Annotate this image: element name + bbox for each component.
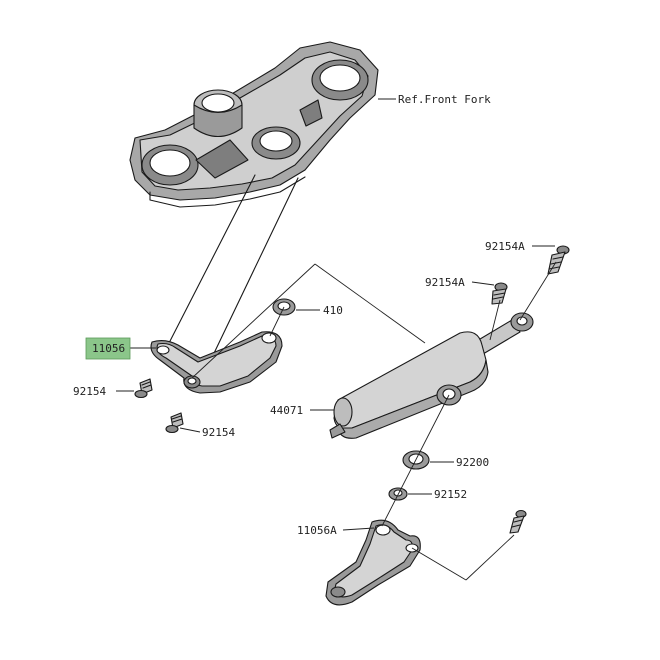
assembly-lines xyxy=(191,261,557,581)
label-44071[interactable]: 44071 xyxy=(270,404,303,417)
label-11056[interactable]: 11056 xyxy=(92,342,125,355)
bolt-92154A-mid xyxy=(491,282,508,305)
highlight-11056 xyxy=(85,337,131,360)
label-92200[interactable]: 92200 xyxy=(456,456,489,469)
label-92154A-top[interactable]: 92154A xyxy=(485,240,525,253)
label-410[interactable]: 410 xyxy=(323,304,343,317)
upper-triple-clamp xyxy=(129,41,379,208)
bracket-11056 xyxy=(150,331,283,394)
steering-damper-44071 xyxy=(329,312,534,439)
label-92154-left[interactable]: 92154 xyxy=(73,385,106,398)
bolt-92154-left xyxy=(134,378,153,399)
part-labels: Ref.Front Fork 92154A 92154A 410 11056 9… xyxy=(73,93,525,537)
label-92154-bottom[interactable]: 92154 xyxy=(202,426,235,439)
leader-lines xyxy=(116,98,555,531)
label-ref-front-fork[interactable]: Ref.Front Fork xyxy=(398,93,491,106)
label-92152[interactable]: 92152 xyxy=(434,488,467,501)
label-92154A-mid[interactable]: 92154A xyxy=(425,276,465,289)
label-11056A[interactable]: 11056A xyxy=(297,524,337,537)
bolt-92154-bottom xyxy=(165,412,184,434)
bolt-11056A-right xyxy=(509,509,527,534)
bracket-11056A xyxy=(325,519,421,606)
steering-stem xyxy=(167,174,299,373)
